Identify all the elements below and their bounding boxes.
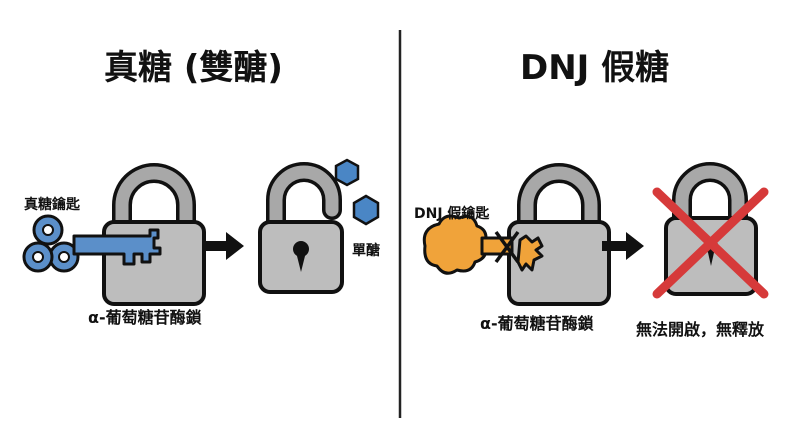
lock-icon	[664, 162, 758, 296]
lock-shackle-fill	[115, 166, 193, 235]
hexagon-icon	[352, 194, 380, 226]
mismatch-icon	[494, 230, 520, 264]
fake-key-label: DNJ 假鑰匙	[414, 206, 490, 222]
left-title: 真糖 (雙醣)	[104, 48, 283, 88]
right-lock-label: α-葡萄糖苷酶鎖	[480, 314, 594, 333]
lock-shackle-fill	[520, 166, 598, 235]
product-label: 單醣	[352, 243, 380, 259]
arrow-right-icon	[602, 232, 644, 260]
real-key-label: 真糖鑰匙	[24, 197, 80, 213]
hexagon-icon	[334, 158, 360, 187]
lock-icon	[507, 163, 611, 306]
unlocked-icon	[258, 162, 344, 294]
cross-icon	[652, 187, 769, 299]
key-icon	[22, 214, 162, 273]
arrow-right-icon	[202, 232, 244, 260]
fake-key-bits	[516, 234, 544, 272]
result-label: 無法開啟，無釋放	[636, 320, 765, 339]
right-title: DNJ 假糖	[520, 48, 670, 88]
open-shackle-fill	[269, 165, 339, 229]
lock-shackle-fill	[675, 165, 745, 229]
left-lock-label: α-葡萄糖苷酶鎖	[88, 308, 202, 327]
